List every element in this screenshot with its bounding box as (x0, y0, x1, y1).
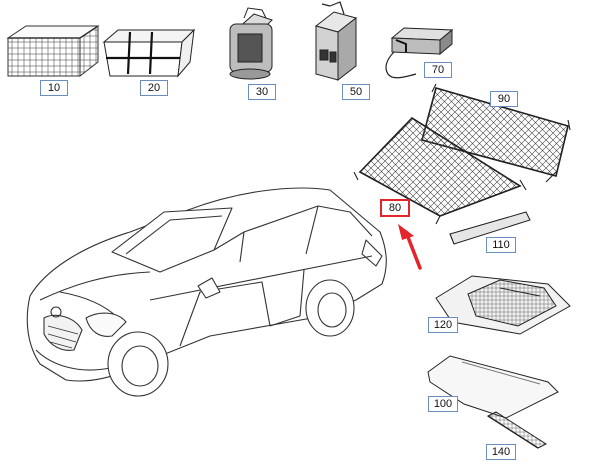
cooler-bag-drawing (229, 7, 273, 80)
roof-net-drawing (421, 83, 571, 183)
cool-box-drawing (385, 27, 454, 79)
part-label-70: 70 (424, 62, 452, 78)
car-drawing (26, 187, 387, 397)
part-label-80: 80 (380, 199, 410, 217)
luggage-net-drawing (353, 116, 527, 225)
part-label-110: 110 (486, 237, 516, 253)
floor-mat-drawing (427, 355, 559, 419)
part-label-90: 90 (490, 91, 518, 107)
folding-crate-drawing (6, 25, 100, 78)
part-label-140: 140 (486, 444, 516, 460)
part-label-50: 50 (342, 84, 370, 100)
trunk-organizer-drawing (102, 28, 196, 78)
ski-bag-drawing (314, 1, 358, 82)
part-label-120: 120 (428, 317, 458, 333)
part-label-30: 30 (248, 84, 276, 100)
load-bar-drawing (449, 211, 531, 245)
part-label-10: 10 (40, 80, 68, 96)
part-label-100: 100 (428, 396, 458, 412)
part-label-20: 20 (140, 80, 168, 96)
highlight-arrow (398, 224, 422, 270)
rail-strip-drawing (486, 411, 548, 449)
